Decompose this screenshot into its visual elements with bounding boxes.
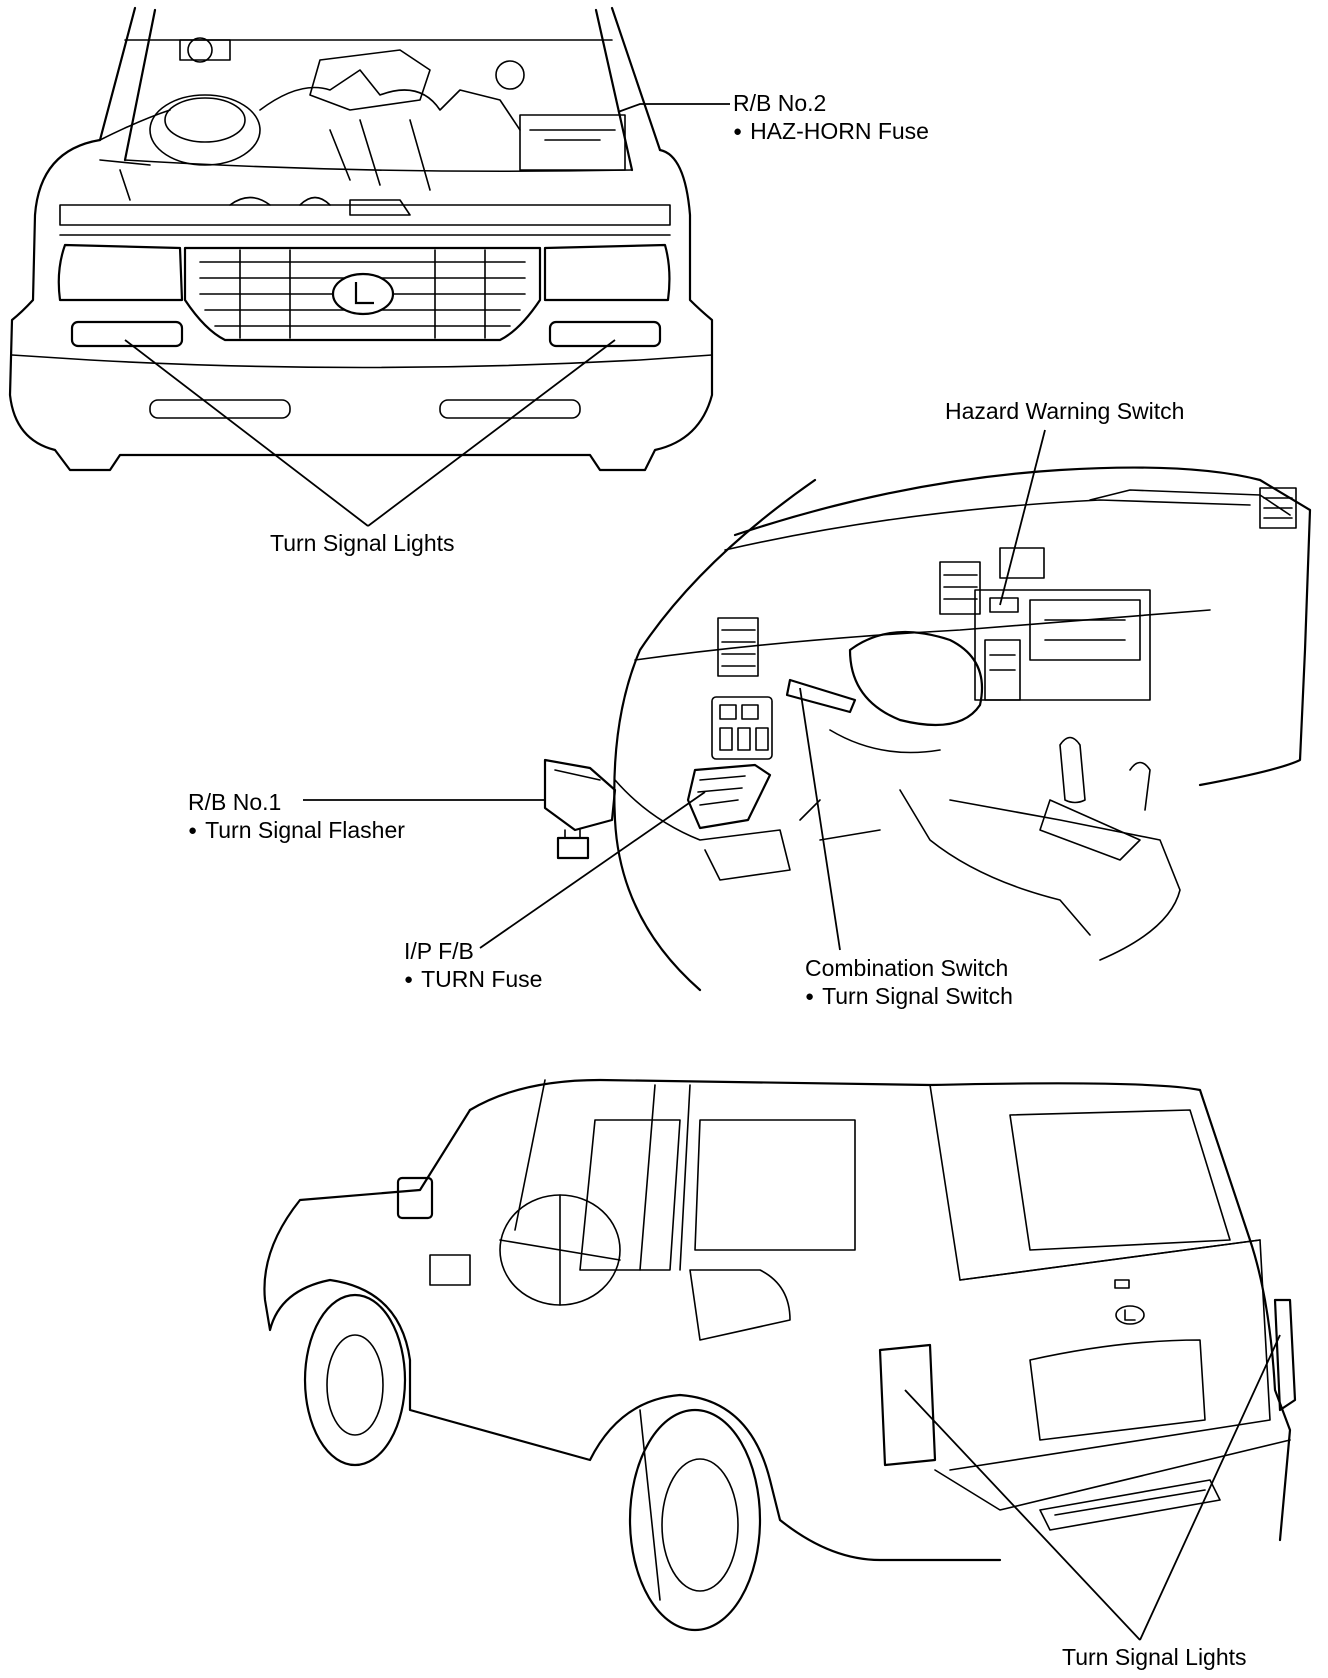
hazard-warning-switch-label: Hazard Warning Switch <box>945 398 1185 424</box>
turn-signal-flasher-relay <box>543 758 617 860</box>
turn-signal-flasher-label: Turn Signal Flasher <box>188 816 405 848</box>
rb2-title: R/B No.2 <box>733 90 827 116</box>
dashboard-view <box>613 466 1312 992</box>
rb1-label: R/B No.1 Turn Signal Flasher <box>188 788 405 848</box>
front-turn-lamp-left <box>70 320 184 348</box>
rb2-label: R/B No.2 HAZ-HORN Fuse <box>733 89 929 149</box>
hazard-warning-switch <box>989 597 1019 613</box>
ipfb-title: I/P F/B <box>404 938 474 964</box>
rb1-title: R/B No.1 <box>188 789 282 815</box>
lexus-emblem-icon <box>331 272 395 316</box>
front-turn-lamp-right <box>548 320 662 348</box>
ipfb-label: I/P F/B TURN Fuse <box>404 937 542 997</box>
combination-switch-label: Combination Switch Turn Signal Switch <box>805 954 1013 1014</box>
rear-turn-signal-lights-label: Turn Signal Lights <box>1062 1644 1247 1670</box>
combination-switch <box>785 678 857 714</box>
leader-lines <box>124 103 1281 1641</box>
rear-turn-lamp-right <box>1273 1298 1297 1412</box>
front-vehicle-view <box>8 6 714 472</box>
ip-fuse-block <box>686 763 772 830</box>
front-turn-signal-lights-label: Turn Signal Lights <box>270 530 455 556</box>
turn-signal-switch-label: Turn Signal Switch <box>805 982 1013 1014</box>
combination-switch-title: Combination Switch <box>805 955 1009 981</box>
rear-vehicle-view <box>263 1078 1297 1632</box>
rear-turn-lamp-left <box>878 1343 937 1467</box>
turn-fuse-label: TURN Fuse <box>404 965 542 997</box>
haz-horn-fuse-label: HAZ-HORN Fuse <box>733 117 929 149</box>
